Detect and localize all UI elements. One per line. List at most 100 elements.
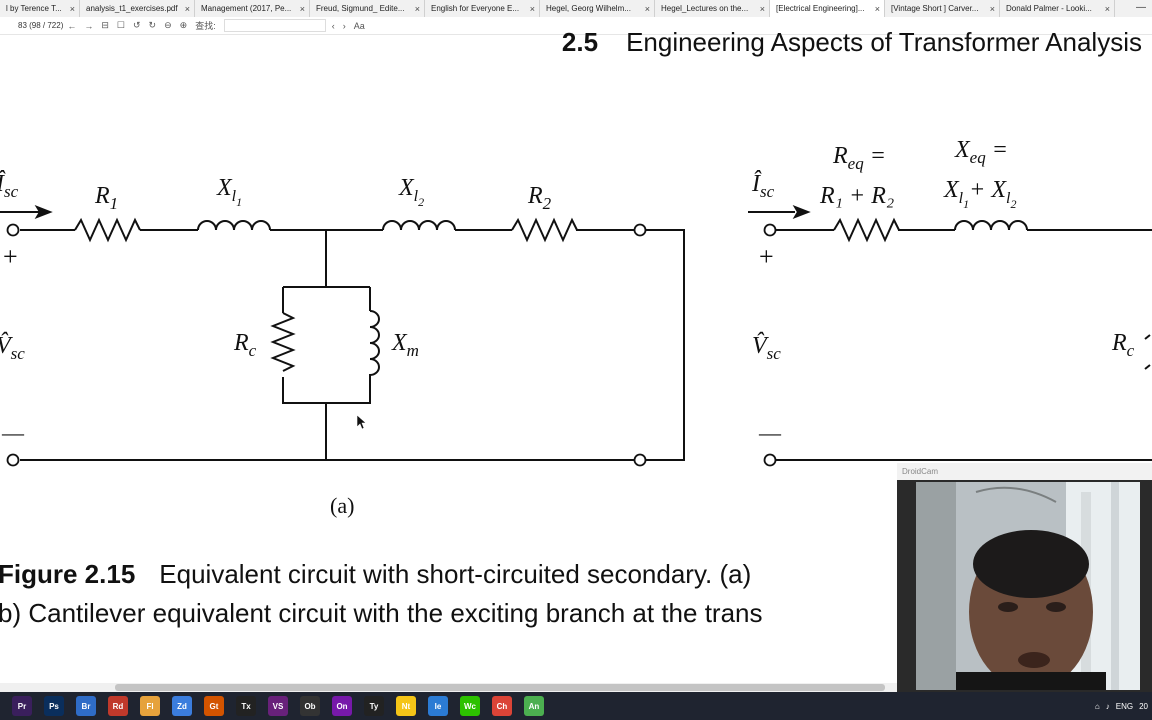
tab-close-icon[interactable]: ×: [69, 3, 75, 14]
xl2-inductor: [382, 220, 456, 231]
taskbar-app-icon[interactable]: Pr: [12, 696, 32, 716]
find-prev-icon[interactable]: ‹: [331, 20, 335, 31]
subfigure-label-a: (a): [330, 493, 354, 518]
taskbar-app-icon[interactable]: Gt: [204, 696, 224, 716]
taskbar-app-icon[interactable]: Fl: [140, 696, 160, 716]
tab-close-icon[interactable]: ×: [874, 3, 880, 14]
network-icon[interactable]: ⌂: [1094, 701, 1100, 711]
isc-label-a: Îsc: [0, 171, 19, 201]
tab-label: analysis_t1_exercises.pdf: [86, 4, 178, 13]
tab-close-icon[interactable]: ×: [759, 3, 765, 14]
rotate-left-icon[interactable]: ↺: [133, 20, 141, 30]
req-resistor: [833, 217, 900, 243]
taskbar-app-icon[interactable]: Ps: [44, 696, 64, 716]
taskbar-app-icon[interactable]: Ty: [364, 696, 384, 716]
find-input[interactable]: [223, 19, 326, 32]
xm-inductor: [369, 310, 380, 379]
pdf-toolbar: 83 (98 / 722) ← → ⊟ ☐ ↺ ↻ ⊖ ⊕ 查找: ‹ › Aa: [0, 17, 1152, 35]
caption-text-1: Equivalent circuit with short-circuited …: [159, 559, 752, 589]
section-title: Engineering Aspects of Transformer Analy…: [626, 27, 1142, 57]
taskbar-app-icon[interactable]: Br: [76, 696, 96, 716]
b-terminal-bottom: [763, 453, 777, 467]
tab-close-icon[interactable]: ×: [1104, 3, 1110, 14]
terminal-left-bottom: [6, 453, 20, 467]
tab-2[interactable]: Management (2017, Pe...×: [195, 0, 310, 17]
r2-resistor: [511, 217, 578, 243]
window-controls: —: [1130, 0, 1152, 17]
zoom-in-icon[interactable]: ⊕: [179, 20, 188, 30]
find-next-icon[interactable]: ›: [342, 20, 346, 31]
current-arrow-b-head: [792, 205, 811, 219]
figure-number: Figure 2.15: [0, 559, 136, 589]
forward-icon[interactable]: →: [84, 20, 94, 31]
taskbar-app-icon[interactable]: VS: [268, 696, 288, 716]
volume-icon[interactable]: ♪: [1105, 701, 1110, 711]
tab-label: Hegel, Georg Wilhelm...: [546, 4, 631, 13]
taskbar-app-icon[interactable]: Ie: [428, 696, 448, 716]
minus-sign-b: —: [758, 420, 782, 445]
minimize-icon[interactable]: —: [1136, 2, 1146, 13]
tab-4[interactable]: English for Everyone E... ×: [425, 0, 540, 17]
clock[interactable]: 20: [1139, 701, 1148, 711]
tab-0[interactable]: l by Terence T...×: [0, 0, 80, 17]
tab-close-icon[interactable]: ×: [989, 3, 995, 14]
taskbar-app-icon[interactable]: An: [524, 696, 544, 716]
tab-close-icon[interactable]: ×: [184, 3, 190, 14]
r1-label: R1: [94, 183, 118, 213]
rc-label: Rc: [233, 330, 257, 360]
tab-3[interactable]: Freud, Sigmund_ Edite...×: [310, 0, 425, 17]
taskbar-app-icon[interactable]: Rd: [108, 696, 128, 716]
tab-close-icon[interactable]: ×: [299, 3, 305, 14]
right-wire: [646, 229, 685, 461]
xeq-sum: Xl1+ Xl2: [943, 177, 1016, 211]
system-tray: ⌂ ♪ ENG 20: [1089, 692, 1148, 720]
req-label: Req=: [832, 143, 886, 173]
plus-sign-a: +: [3, 242, 18, 271]
taskbar-app-icon[interactable]: Ob: [300, 696, 320, 716]
xeq-inductor: [954, 220, 1028, 231]
taskbar-app-icon[interactable]: Zd: [172, 696, 192, 716]
b-shunt-stub: [1144, 334, 1151, 370]
circuit-figure: Îsc R1 Xl1 Xl2 R2 Rc Xm V̂sc + — (a) Îsc…: [0, 137, 1152, 518]
text-size-button[interactable]: Aa: [353, 20, 365, 31]
xl2-label: Xl2: [398, 175, 424, 209]
tab-7[interactable]: [Electrical Engineering]...×: [770, 0, 885, 17]
rc-label-b: Rc: [1111, 330, 1135, 360]
shunt-bottom-wire: [282, 377, 371, 460]
tab-close-icon[interactable]: ×: [529, 3, 535, 14]
req-sum: R₁ + R₂: [819, 183, 894, 209]
scrollbar-thumb[interactable]: [115, 684, 885, 691]
rc-resistor: [270, 312, 296, 372]
tab-8[interactable]: [Vintage Short ] Carver...×: [885, 0, 1000, 17]
webcam-video: [916, 482, 1140, 690]
tab-6[interactable]: Hegel_Lectures on the...×: [655, 0, 770, 17]
tab-close-icon[interactable]: ×: [644, 3, 650, 14]
camera-overlay-window[interactable]: DroidCam: [897, 463, 1152, 692]
back-icon[interactable]: ←: [67, 20, 77, 31]
tab-label: English for Everyone E...: [431, 4, 520, 13]
plus-sign-b: +: [759, 242, 774, 271]
horizontal-scrollbar[interactable]: [0, 683, 1152, 692]
taskbar-app-icon[interactable]: Tx: [236, 696, 256, 716]
vsc-label-b: V̂sc: [752, 332, 781, 363]
b-terminal-top: [763, 223, 777, 237]
zoom-out-icon[interactable]: ⊖: [164, 20, 172, 30]
tab-close-icon[interactable]: ×: [414, 3, 420, 14]
tab-1[interactable]: analysis_t1_exercises.pdf ×: [80, 0, 195, 17]
fit-page-icon[interactable]: ☐: [116, 20, 125, 30]
tab-5[interactable]: Hegel, Georg Wilhelm... ×: [540, 0, 655, 17]
terminal-left-top: [6, 223, 20, 237]
taskbar-app-icon[interactable]: Nt: [396, 696, 416, 716]
taskbar-app-icon[interactable]: Wc: [460, 696, 480, 716]
figure-caption: Figure 2.15 Equivalent circuit with short…: [0, 555, 763, 633]
taskbar-app-icon[interactable]: On: [332, 696, 352, 716]
single-page-icon[interactable]: ⊟: [101, 20, 109, 30]
xl1-inductor: [197, 220, 271, 231]
tab-9[interactable]: Donald Palmer - Looki... ×: [1000, 0, 1115, 17]
tab-label: Donald Palmer - Looki...: [1006, 4, 1092, 13]
input-language[interactable]: ENG: [1115, 701, 1134, 711]
rotate-right-icon[interactable]: ↻: [148, 20, 157, 30]
taskbar-app-icon[interactable]: Ch: [492, 696, 512, 716]
shunt-top-wire: [282, 230, 371, 313]
page-indicator[interactable]: 83 (98 / 722): [18, 21, 64, 30]
